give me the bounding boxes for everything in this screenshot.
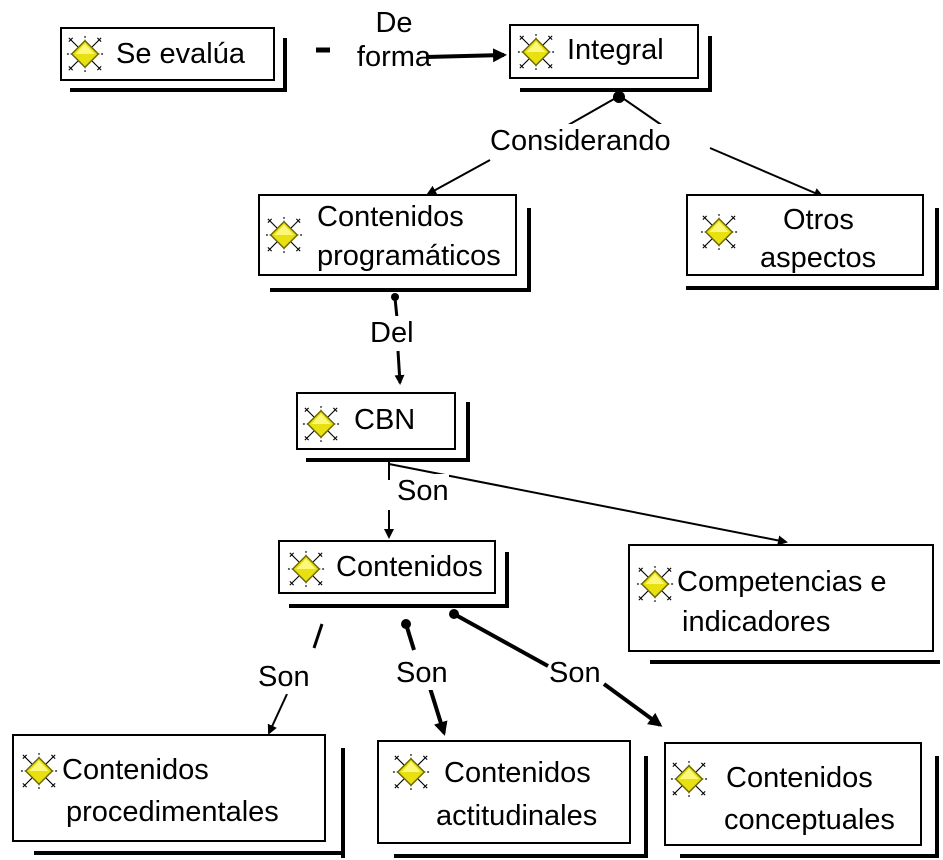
shadow [505, 552, 509, 608]
link-dot-prog [391, 293, 399, 301]
shadow [341, 748, 345, 858]
link-label-de-forma: De forma [352, 6, 436, 74]
node-label: CBN [354, 404, 416, 436]
link-label-son: Son [396, 656, 448, 690]
node-label: conceptuales [724, 804, 895, 836]
node-label: Contenidos [444, 757, 591, 789]
concept-node-contenidos[interactable]: Contenidos [278, 540, 496, 594]
link-contenidos-son-act [404, 623, 416, 651]
concept-node-contenidos-programaticos[interactable]: Contenidos programáticos [258, 194, 517, 276]
shadow [520, 88, 712, 92]
concept-gem-icon [636, 565, 674, 603]
link-contenidos-son-proc [312, 623, 324, 649]
shadow [394, 854, 648, 858]
link-label-son: Son [549, 656, 601, 690]
link-label-son: Son [397, 474, 449, 508]
node-label: Integral [567, 34, 664, 66]
shadow [34, 851, 345, 855]
shadow [527, 208, 531, 292]
concept-gem-icon [265, 216, 303, 254]
node-label: programáticos [317, 240, 501, 272]
node-label: Contenidos [62, 754, 209, 786]
link-son-procedimentales [267, 693, 288, 735]
link-considerando-contenidos-prog [426, 159, 491, 195]
node-label: actitudinales [436, 800, 598, 832]
shadow [680, 854, 939, 858]
link-label-line: De [375, 7, 413, 39]
node-label: procedimentales [66, 796, 279, 828]
shadow [644, 756, 648, 858]
concept-node-se-evalua[interactable]: Se evalúa [60, 27, 275, 81]
concept-gem-icon [302, 405, 340, 443]
shadow [306, 458, 470, 462]
concept-node-contenidos-conceptuales[interactable]: Contenidos conceptuales [664, 742, 922, 846]
link-prog-del [393, 297, 399, 319]
link-dot-integral [613, 91, 625, 103]
shadow [686, 286, 939, 290]
concept-gem-icon [66, 35, 104, 73]
concept-gem-icon [517, 33, 555, 71]
node-label: Otros [783, 204, 854, 236]
node-label: Competencias e [677, 566, 887, 598]
shadow [466, 402, 470, 462]
shadow [70, 88, 287, 92]
link-se-evalua-integral-b [425, 48, 507, 63]
concept-gem-icon [20, 752, 58, 790]
node-label: Contenidos [336, 551, 483, 583]
link-integral-considerando-right [623, 98, 664, 127]
concept-node-integral[interactable]: Integral [509, 24, 699, 79]
link-considerando-otros [709, 147, 824, 198]
link-label-del: Del [370, 316, 414, 350]
concept-gem-icon [670, 760, 708, 798]
shadow [283, 38, 287, 92]
node-label: Se evalúa [116, 38, 245, 70]
node-label: aspectos [760, 242, 877, 274]
link-del-cbn [394, 350, 405, 385]
shadow [935, 208, 939, 290]
shadow [270, 288, 531, 292]
link-contenidos-son-conc [453, 612, 549, 668]
shadow [289, 604, 509, 608]
link-label-line: forma [356, 41, 432, 73]
concept-node-cbn[interactable]: CBN [296, 392, 456, 450]
link-label-son: Son [258, 660, 310, 694]
shadow [708, 36, 712, 92]
link-label-considerando: Considerando [490, 124, 671, 158]
node-label: indicadores [682, 606, 831, 638]
concept-gem-icon [392, 753, 430, 791]
node-label: Contenidos [726, 762, 873, 794]
link-son-conceptuales [602, 682, 663, 727]
concept-gem-icon [700, 213, 738, 251]
shadow [935, 756, 939, 858]
concept-node-otros-aspectos[interactable]: Otros aspectos [686, 194, 924, 276]
node-label: Contenidos [317, 201, 464, 233]
concept-node-contenidos-procedimentales[interactable]: Contenidos procedimentales [12, 734, 326, 842]
concept-node-contenidos-actitudinales[interactable]: Contenidos actitudinales [377, 740, 631, 844]
concept-node-competencias-indicadores[interactable]: Competencias e indicadores [628, 544, 934, 652]
link-cbn-competencias [388, 463, 788, 546]
shadow [650, 660, 940, 664]
link-son-actitudinales [428, 687, 448, 736]
concept-gem-icon [287, 550, 325, 588]
